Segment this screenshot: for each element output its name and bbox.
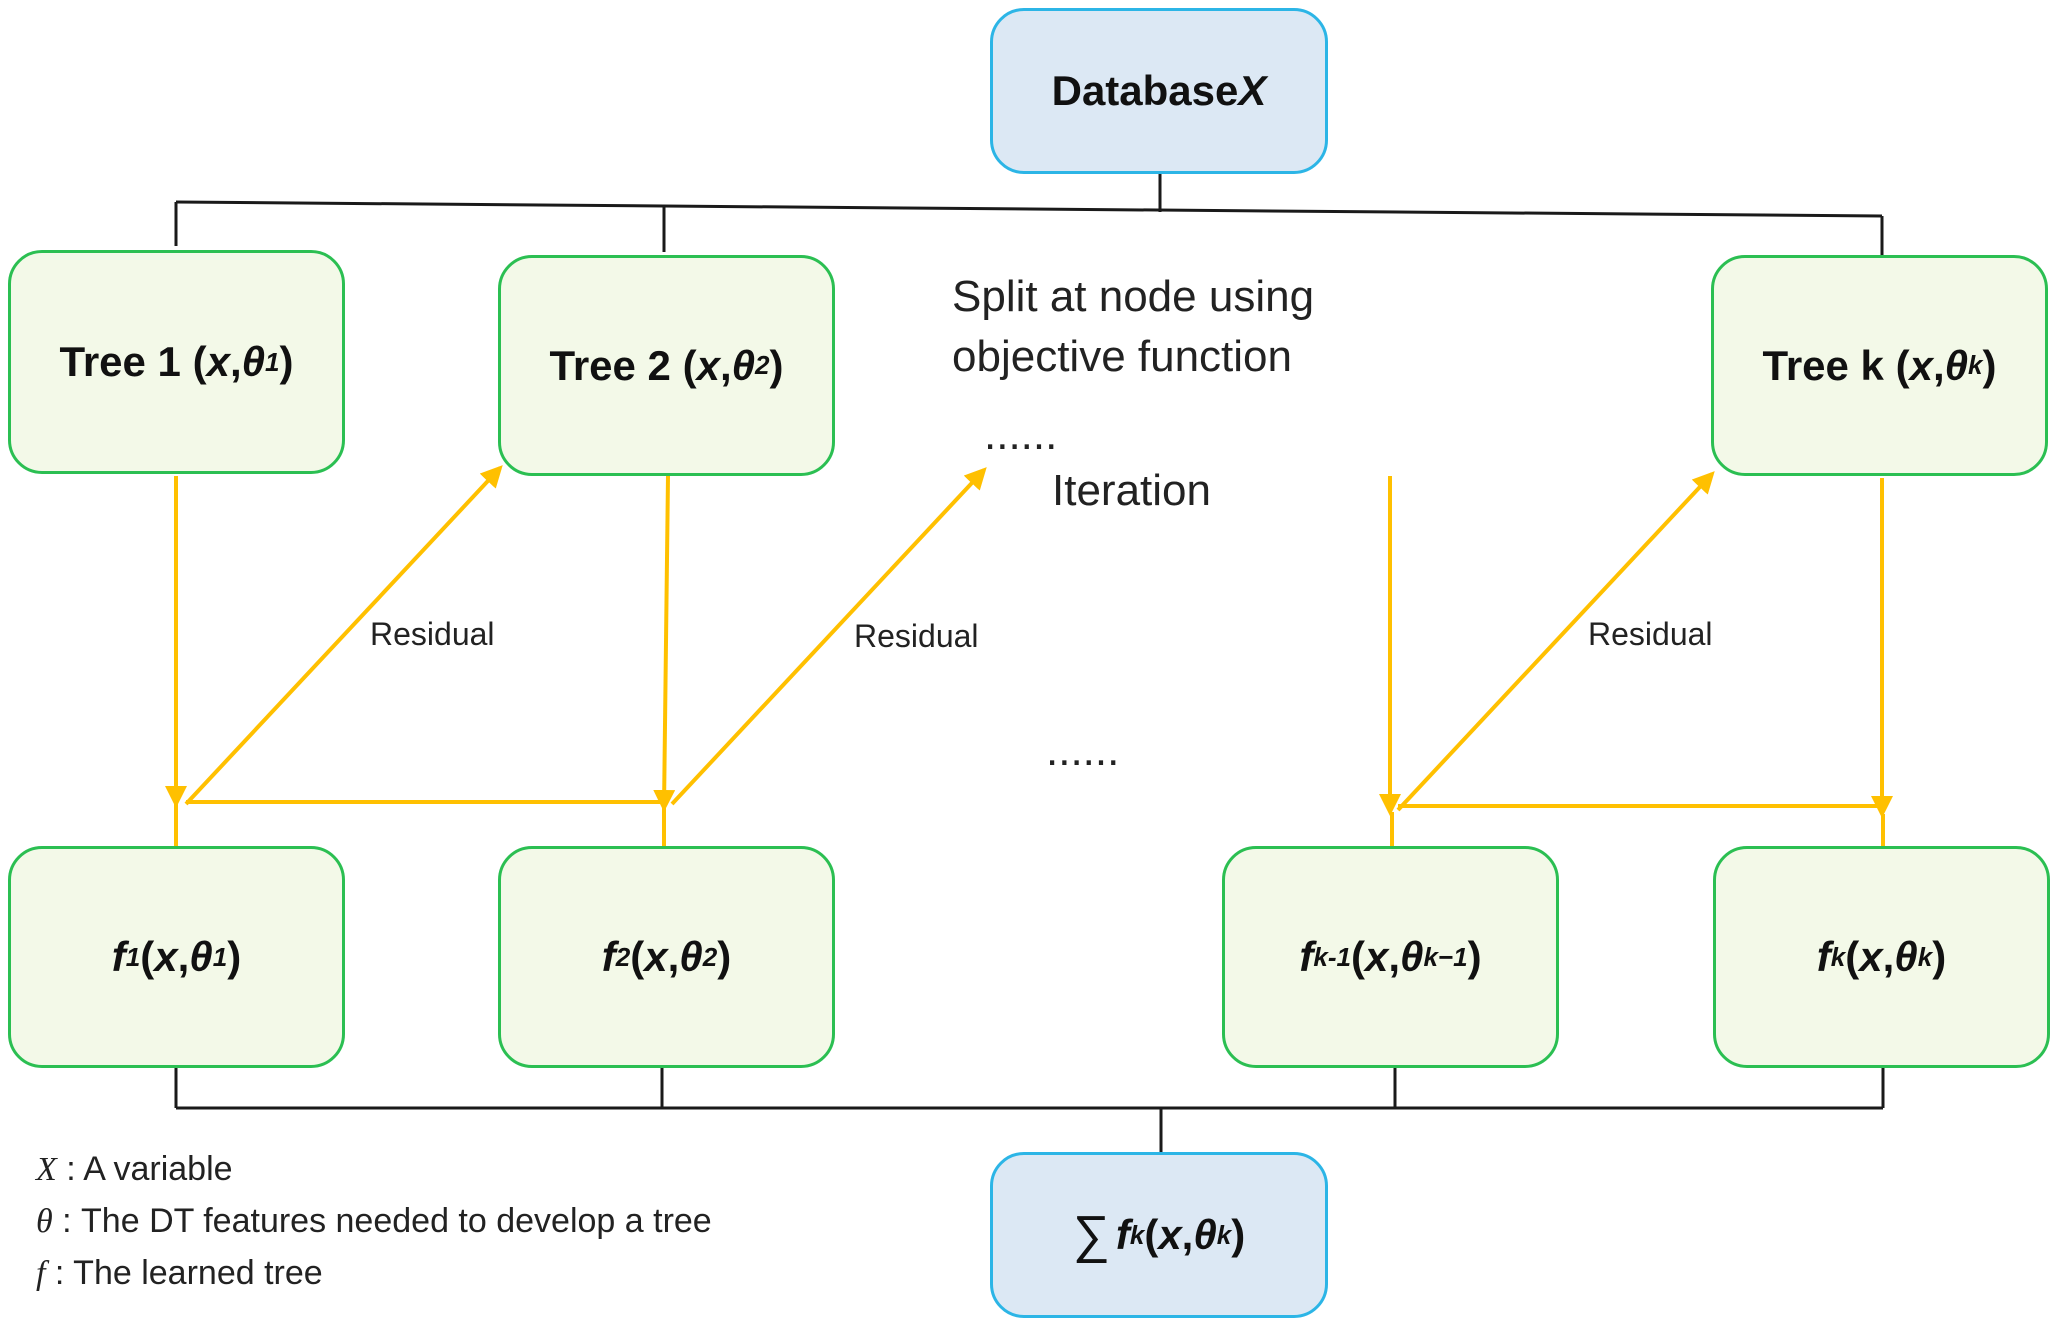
- legend-item-theta: θ : The DT features needed to develop a …: [36, 1202, 712, 1240]
- split-text-line2: objective function: [952, 332, 1292, 381]
- legend-symbol-f: f: [36, 1255, 46, 1292]
- bottom-connector: [174, 1068, 1885, 1152]
- legend-symbol-theta: θ: [36, 1203, 53, 1240]
- dots-middle: ......: [1046, 726, 1120, 775]
- residual-label-3: Residual: [1588, 616, 1713, 652]
- legend-symbol-x: X: [36, 1151, 57, 1188]
- dots-top: ......: [984, 410, 1058, 459]
- residual-label-2: Residual: [854, 618, 979, 654]
- iteration-label: Iteration: [1052, 466, 1211, 515]
- sigma-symbol: ∑: [1072, 1206, 1110, 1264]
- arrow-residual-1: [184, 465, 503, 806]
- legend-item-f: f : The learned tree: [36, 1254, 323, 1292]
- database-var: X: [1238, 67, 1267, 114]
- arrow-tree2-to-f2: [653, 475, 676, 812]
- database-node: Database X: [990, 8, 1328, 174]
- residual-label-1: Residual: [370, 616, 495, 652]
- split-text-line1: Split at node using: [952, 272, 1315, 321]
- legend-item-x: X : A variable: [36, 1150, 233, 1188]
- top-connector: [174, 172, 1884, 256]
- flow-arrows: [165, 465, 1893, 848]
- database-label: Database: [1051, 67, 1239, 114]
- arrow-residual-2: [670, 467, 987, 806]
- arrow-residual-k: [1396, 471, 1715, 812]
